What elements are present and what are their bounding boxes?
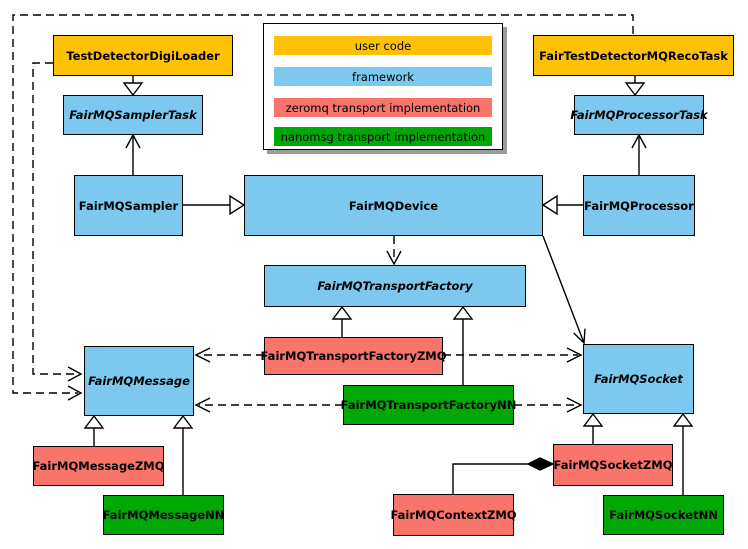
node-fairmq-socket-nn: FairMQSocketNN <box>603 495 724 535</box>
node-fairmq-transport-factory-zmq: FairMQTransportFactoryZMQ <box>261 337 447 375</box>
edge-dependency-factorynn-socket <box>514 397 583 413</box>
edge-association-processor-processortask <box>631 133 647 175</box>
node-fair-test-detector-mq-reco-task: FairTestDetectorMQRecoTask <box>533 35 734 76</box>
node-fairmq-sampler: FairMQSampler <box>74 175 183 236</box>
node-fairmq-device: FairMQDevice <box>244 175 543 236</box>
node-fairmq-socket: FairMQSocket <box>583 344 694 414</box>
edge-inheritance-digiloader-samplertask <box>122 76 144 97</box>
edge-inheritance-processor-device <box>541 194 583 216</box>
edge-inheritance-messagenn-message <box>172 414 194 495</box>
edge-inheritance-messagezmq-message <box>83 414 105 446</box>
edge-inheritance-factorynn-factory <box>452 305 474 385</box>
legend-item-nanomsg: nanomsg transport implementation <box>274 127 492 146</box>
node-fairmq-processor: FairMQProcessor <box>583 175 695 236</box>
edge-association-sampler-samplertask <box>125 133 141 175</box>
legend-item-zeromq: zeromq transport implementation <box>274 98 492 117</box>
edge-composition-contextzmq-socketzmq <box>452 457 555 494</box>
legend-item-user-code: user code <box>274 36 492 55</box>
edge-inheritance-socketzmq-socket <box>582 412 604 444</box>
node-fairmq-processor-task: FairMQProcessorTask <box>570 95 708 135</box>
node-fairmq-message-nn: FairMQMessageNN <box>103 495 224 535</box>
edge-inheritance-sampler-device <box>183 194 246 216</box>
node-fairmq-message: FairMQMessage <box>84 346 194 416</box>
node-fairmq-sampler-task: FairMQSamplerTask <box>63 95 203 135</box>
node-fairmq-transport-factory-nn: FairMQTransportFactoryNN <box>341 385 516 425</box>
node-fairmq-context-zmq: FairMQContextZMQ <box>390 494 517 536</box>
edge-inheritance-factoryzmq-factory <box>331 305 353 337</box>
edge-dependency-device-factory <box>386 236 402 266</box>
edge-dependency-factorynn-message <box>194 397 343 413</box>
node-fairmq-socket-zmq: FairMQSocketZMQ <box>553 444 673 486</box>
edge-inheritance-recotask-processortask <box>624 76 646 97</box>
edge-association-device-socket <box>542 235 586 345</box>
node-fairmq-message-zmq: FairMQMessageZMQ <box>32 446 165 486</box>
legend-item-framework: framework <box>274 67 492 86</box>
node-fairmq-transport-factory: FairMQTransportFactory <box>264 265 526 307</box>
edge-dependency-factoryzmq-message <box>194 347 264 363</box>
edge-inheritance-socketnn-socket <box>672 412 694 495</box>
node-test-detector-digi-loader: TestDetectorDigiLoader <box>53 35 233 76</box>
legend-box: user code framework zeromq transport imp… <box>263 23 503 150</box>
edge-dependency-factoryzmq-socket <box>443 347 583 363</box>
